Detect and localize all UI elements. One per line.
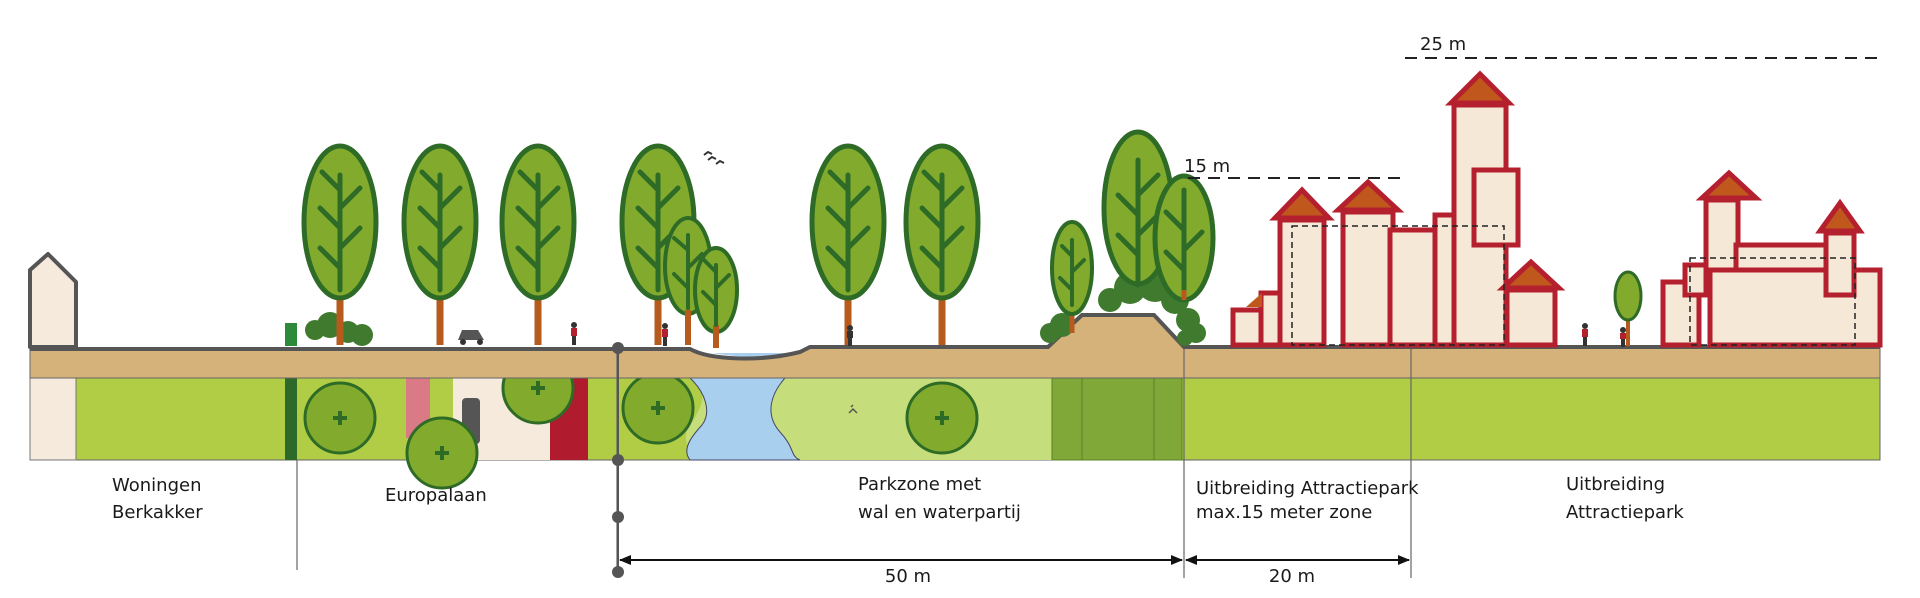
building-outline-dashed (1291, 225, 1856, 346)
plan-dark-green-band (1051, 377, 1183, 461)
tree-icon (1613, 270, 1643, 346)
zone-label-uitbreiding-2: Attractiepark (1566, 502, 1684, 523)
zone-label-woningen-2: Berkakker (112, 502, 203, 523)
dimension-label-50m: 50 m (885, 566, 931, 587)
zone-label-parkzone-2: wal en waterpartij (858, 502, 1021, 523)
tree-icon (809, 143, 887, 345)
tree-icon (1152, 173, 1216, 303)
person-icon (1620, 327, 1626, 347)
tree-icon (903, 143, 981, 345)
tree-icon (693, 246, 739, 348)
plan-trees (303, 351, 979, 490)
plan-tree-icon (405, 416, 479, 490)
zone-label-uitbreiding15-1: Uitbreiding Attractiepark (1196, 478, 1419, 499)
tree-icon (1050, 220, 1094, 333)
plan-water (686, 377, 801, 461)
person-icon (847, 325, 853, 346)
car-icon (458, 330, 484, 345)
person-icon (571, 322, 577, 345)
building-icon (1660, 169, 1883, 348)
bird-icon (703, 150, 725, 165)
bird-icon (848, 404, 858, 414)
height-label-15m: 15 m (1184, 156, 1230, 177)
zone-labels: Woningen Berkakker Europalaan Parkzone m… (112, 474, 1684, 523)
attraction-buildings (1230, 70, 1883, 348)
person-icon (662, 323, 668, 346)
zone-label-uitbreiding15-2: max.15 meter zone (1196, 502, 1372, 523)
building-icon (1230, 70, 1566, 348)
plan-tree-icon (905, 381, 979, 455)
plan-house-zone (29, 377, 77, 461)
trees (301, 129, 1643, 348)
tree-icon (499, 143, 577, 345)
height-label-25m: 25 m (1420, 34, 1466, 55)
figures (458, 150, 1626, 347)
height-markers: 25 m 15 m (1184, 34, 1882, 179)
plan-hedge (285, 378, 297, 460)
trash-bin-icon (285, 323, 297, 346)
plan-tree-icon (303, 381, 377, 455)
dimension-label-20m: 20 m (1269, 566, 1315, 587)
tree-icon (301, 143, 379, 345)
zone-label-woningen-1: Woningen (112, 475, 201, 496)
zone-label-uitbreiding-1: Uitbreiding (1566, 474, 1665, 495)
plan-tree-icon (621, 371, 695, 445)
zone-label-parkzone-1: Parkzone met (858, 474, 981, 495)
pole-icon (612, 342, 624, 578)
house-icon (28, 252, 78, 349)
tree-icon (401, 143, 479, 345)
zone-label-europalaan: Europalaan (385, 485, 487, 506)
shrub-icon (1040, 313, 1074, 343)
person-icon (1582, 323, 1588, 346)
